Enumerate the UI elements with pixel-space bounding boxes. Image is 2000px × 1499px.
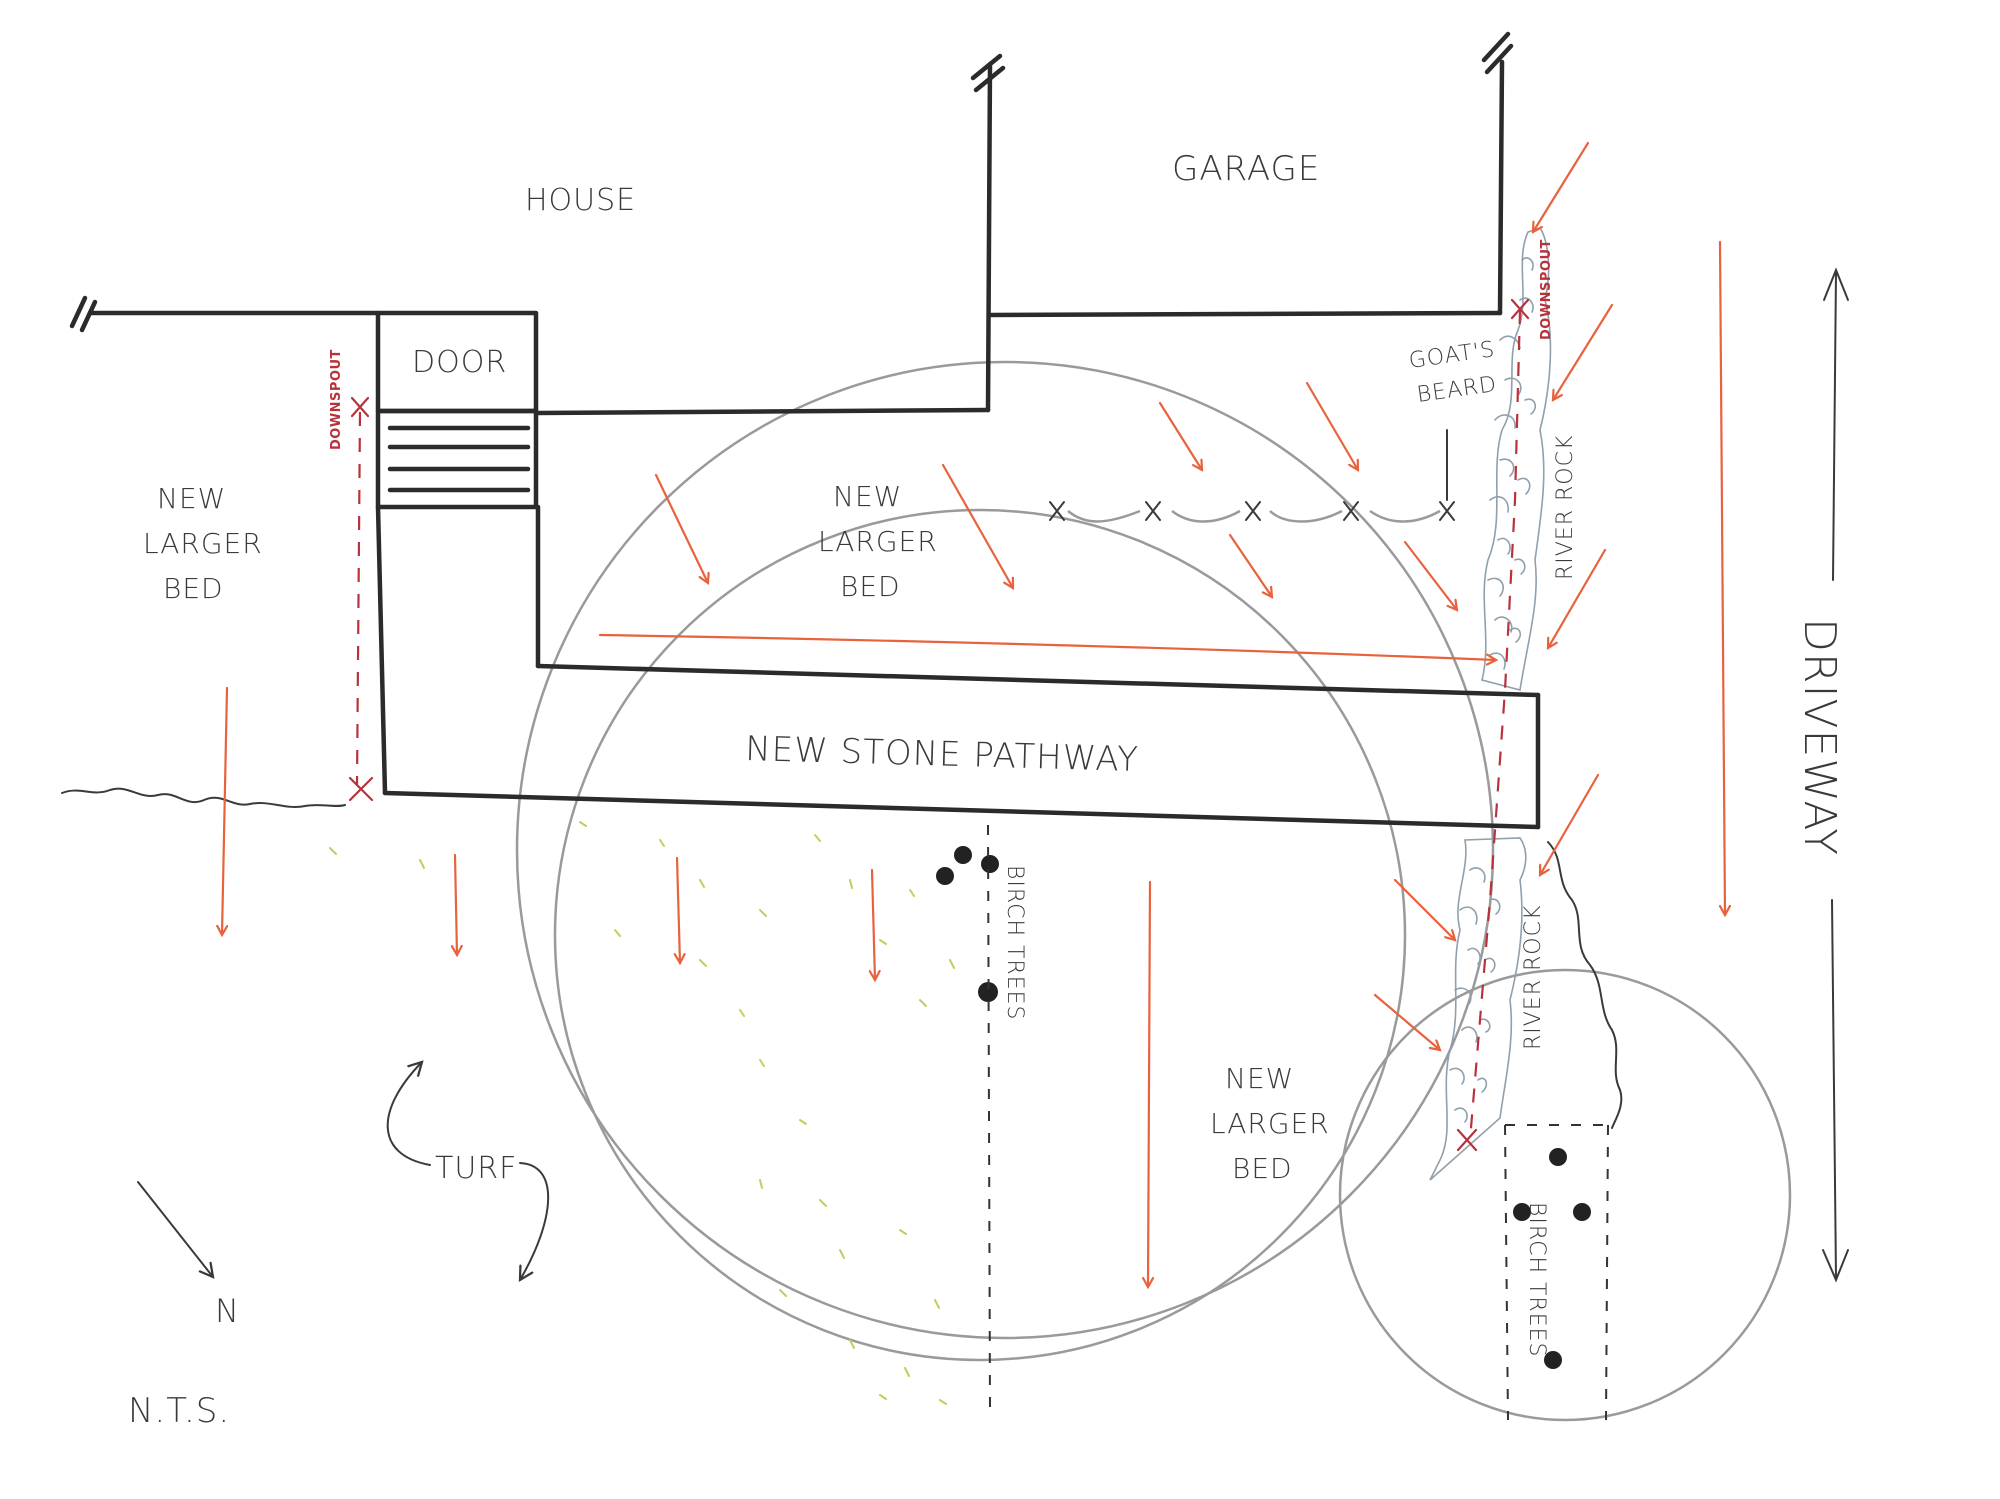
bed-right-label-2: LARGER	[1210, 1107, 1330, 1140]
goats-beard-row	[1049, 429, 1455, 523]
birch-tree	[1513, 1203, 1531, 1221]
canopy-circle-small	[1338, 968, 1792, 1422]
driveway-label: DRIVEWAY	[1794, 618, 1845, 856]
scale-note: N.T.S.	[128, 1391, 230, 1431]
birch-tree	[981, 855, 999, 873]
downspout-marker-right-bottom	[1456, 1128, 1478, 1152]
goats-beard-label-2: BEARD	[1415, 372, 1498, 408]
bed-center-label-3: BED	[840, 570, 901, 603]
birch-tree	[954, 846, 972, 864]
birch-trees-center	[936, 824, 999, 1411]
downspout-label-right: DOWNSPOUT	[1539, 239, 1554, 340]
river-rock-bed-upper	[1481, 227, 1552, 691]
door-label: DOOR	[412, 345, 507, 380]
river-rock-label-lower: RIVER ROCK	[1521, 905, 1546, 1050]
turf-label: TURF	[435, 1151, 517, 1186]
grade-line	[61, 787, 346, 808]
birch-tree	[978, 982, 998, 1002]
turf-arrows	[386, 1062, 550, 1280]
house-walls	[69, 31, 1514, 510]
goats-beard-label-1: GOAT'S	[1407, 337, 1496, 374]
turf-texture	[329, 821, 955, 1405]
birch-tree	[1573, 1203, 1591, 1221]
birch-tree	[1544, 1351, 1562, 1369]
bed-left-label-3: BED	[163, 572, 224, 605]
downspout-marker-right-top	[1510, 298, 1530, 320]
bed-left-label-2: LARGER	[143, 527, 263, 560]
house-label: HOUSE	[525, 183, 636, 218]
bed-center-label-2: LARGER	[818, 525, 938, 558]
birch-tree	[936, 867, 954, 885]
bed-right-label-1: NEW	[1225, 1062, 1294, 1095]
north-label: N	[215, 1292, 240, 1330]
stone-pathway	[375, 504, 1541, 830]
river-rock-label-upper: RIVER ROCK	[1553, 435, 1578, 580]
bed-right-label-3: BED	[1232, 1152, 1293, 1185]
river-rock-edge	[1547, 841, 1623, 1129]
bed-center-label-1: NEW	[833, 480, 902, 513]
canopy-circle-large-upper	[515, 360, 1495, 1340]
birch-trees-label-center: BIRCH TREES	[1002, 865, 1027, 1020]
birch-tree	[1549, 1148, 1567, 1166]
downspout-marker-left-top	[350, 396, 370, 418]
tree-canopies	[515, 360, 1792, 1422]
bed-left-label-1: NEW	[157, 482, 226, 515]
drainage-lines	[348, 298, 1530, 1152]
pathway-label: NEW STONE PATHWAY	[745, 729, 1140, 780]
entry-steps	[375, 408, 539, 510]
garage-label: GARAGE	[1172, 149, 1320, 189]
river-rock-bed-lower	[1429, 837, 1527, 1181]
driveway-arrows	[1822, 267, 1849, 1283]
water-flow-arrows	[222, 141, 1725, 1287]
downspout-label-left: DOWNSPOUT	[329, 349, 344, 450]
birch-trees-right	[1504, 1124, 1609, 1421]
canopy-circle-large-lower	[553, 508, 1407, 1362]
north-arrow	[137, 1181, 213, 1277]
birch-trees-label-right: BIRCH TREES	[1524, 1202, 1549, 1357]
downspout-marker-left-bottom	[348, 776, 374, 802]
